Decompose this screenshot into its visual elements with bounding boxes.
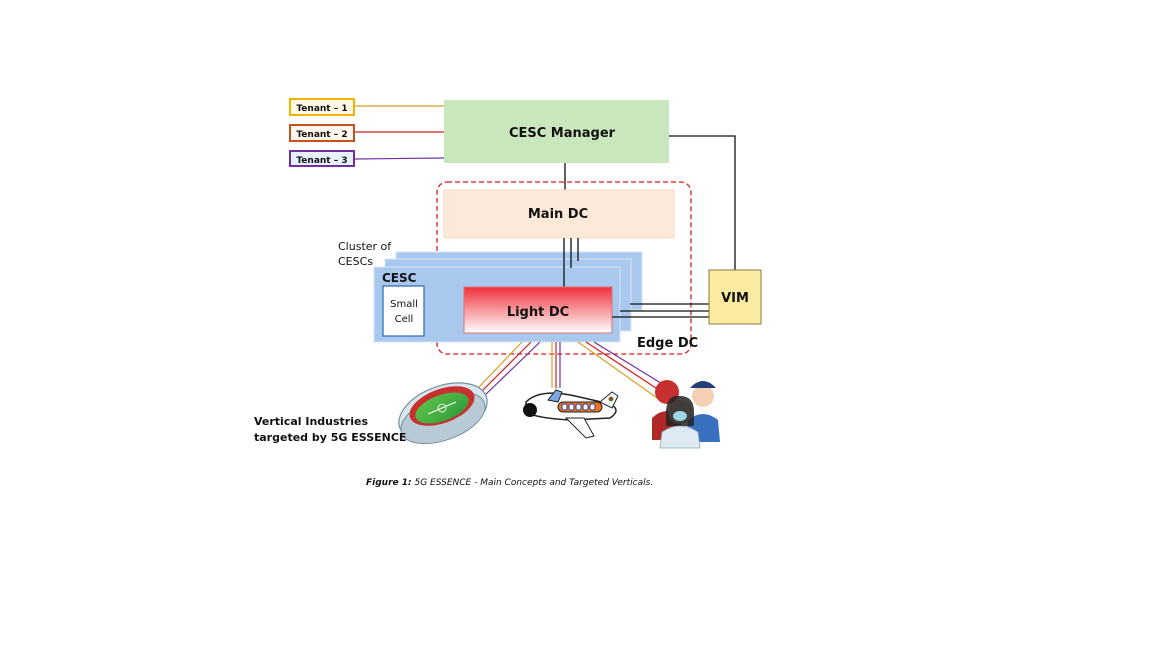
cesc-label: CESC <box>382 271 417 285</box>
figure-caption-text: 5G ESSENCE - Main Concepts and Targeted … <box>411 478 654 488</box>
tenant-2-label: Tenant – 2 <box>296 130 347 140</box>
tenant-3-box <box>289 150 355 167</box>
tenant-1: Tenant – 1 <box>289 98 444 116</box>
manager-vim-link <box>669 135 736 270</box>
main-dc-box <box>443 189 675 239</box>
tenant-1-box <box>289 98 355 116</box>
tenant-3: Tenant – 3 <box>289 150 445 167</box>
tenant-2-box <box>289 124 355 142</box>
light-dc-label: Light DC <box>507 305 569 320</box>
cluster-label-line2: CESCs <box>338 255 373 268</box>
edge-dc-label: Edge DC <box>637 336 698 351</box>
tenant-3-label: Tenant – 3 <box>296 156 347 166</box>
vim-box <box>708 269 762 325</box>
cesc-manager-label: CESC Manager <box>509 126 616 141</box>
small-cell-label-line2: Cell <box>395 314 414 325</box>
main-dc-label: Main DC <box>528 207 588 222</box>
cesc-manager-box <box>444 100 669 163</box>
tenant-3-link <box>354 157 445 160</box>
edge-dc-boundary <box>436 181 692 355</box>
light-dc-box <box>463 286 613 334</box>
vim-label: VIM <box>721 291 749 306</box>
figure-caption-prefix: Figure 1: <box>366 478 412 488</box>
airplane-icon <box>523 389 619 439</box>
verticals-label-line1: Vertical Industries <box>254 415 368 428</box>
emergency-services-icon <box>652 380 720 449</box>
tenant-2: Tenant – 2 <box>289 124 444 142</box>
links-to-stadium <box>477 341 541 399</box>
stadium-icon <box>398 382 488 445</box>
figure-caption: Figure 1: 5G ESSENCE - Main Concepts and… <box>366 478 653 488</box>
verticals-label-line2: targeted by 5G ESSENCE <box>254 431 406 444</box>
small-cell-label-line1: Small <box>390 299 418 310</box>
cluster-label-line1: Cluster of <box>338 240 392 253</box>
links-to-emergency <box>577 341 665 401</box>
links-to-airplane <box>551 342 561 388</box>
small-cell-box <box>382 285 425 337</box>
tenant-1-label: Tenant – 1 <box>296 104 347 114</box>
